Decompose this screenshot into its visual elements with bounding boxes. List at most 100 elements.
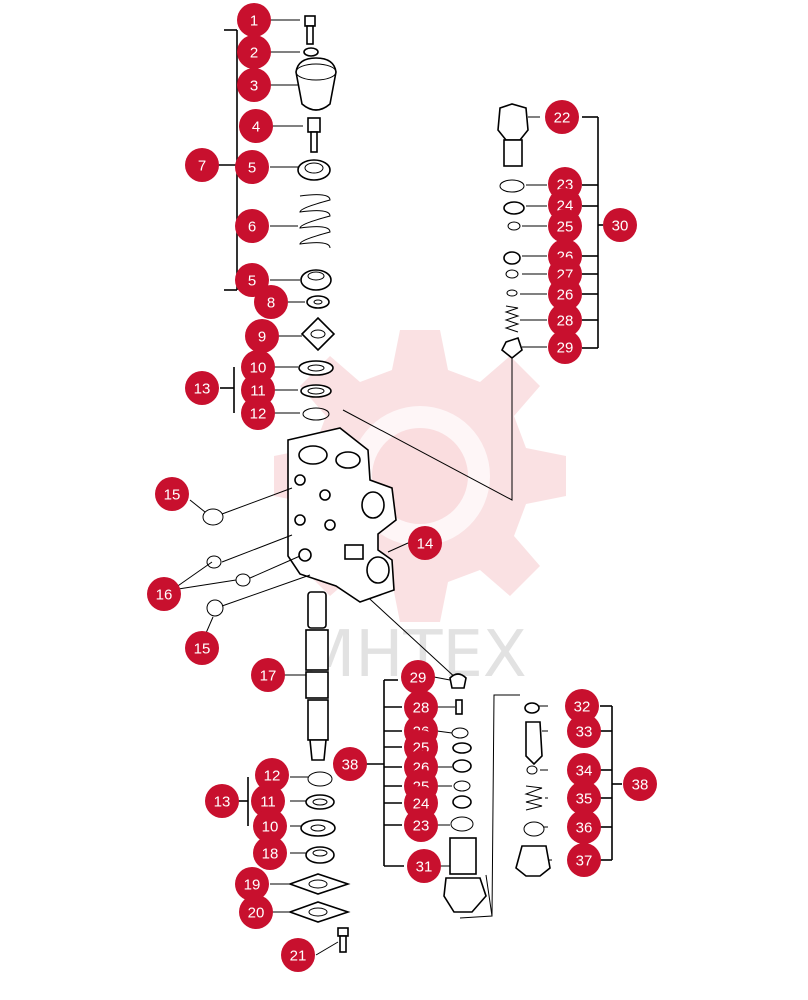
callout-bubble — [254, 285, 288, 319]
callout-label: 5 — [248, 273, 256, 290]
callout-11: 11 — [251, 784, 285, 818]
callout-bubble — [185, 371, 219, 405]
callout-9: 9 — [245, 319, 279, 353]
callout-25: 25 — [548, 209, 582, 243]
callout-4: 4 — [239, 109, 273, 143]
callout-bubble — [401, 660, 435, 694]
callout-14: 14 — [408, 526, 442, 560]
callout-label: 17 — [260, 668, 277, 685]
callout-bubble — [253, 836, 287, 870]
callout-36: 36 — [567, 810, 601, 844]
callout-label: 10 — [262, 819, 279, 836]
callout-bubble — [251, 658, 285, 692]
callout-label: 15 — [194, 641, 211, 658]
callout-bubble — [565, 689, 599, 723]
callout-bubble — [255, 758, 289, 792]
callout-label: 23 — [413, 818, 430, 835]
callout-30: 30 — [603, 208, 637, 242]
callout-29: 29 — [548, 330, 582, 364]
leader-lines — [171, 19, 622, 956]
callout-label: 25 — [557, 219, 574, 236]
callout-bubble — [239, 895, 273, 929]
callout-label: 29 — [557, 340, 574, 357]
callout-5: 5 — [235, 263, 269, 297]
callout-label: 4 — [252, 119, 260, 136]
callout-label: 12 — [264, 768, 281, 785]
callout-2: 2 — [237, 35, 271, 69]
callout-bubble — [567, 810, 601, 844]
callout-bubble — [548, 209, 582, 243]
callout-bubble — [147, 577, 181, 611]
callout-bubble — [333, 747, 367, 781]
callout-13: 13 — [205, 784, 239, 818]
callout-bubble — [281, 938, 315, 972]
callout-bubble — [548, 330, 582, 364]
callout-bubble — [205, 784, 239, 818]
callout-34: 34 — [567, 753, 601, 787]
callout-bubble — [235, 150, 269, 184]
callout-bubble — [548, 303, 582, 337]
callout-label: 38 — [342, 757, 359, 774]
callout-bubble — [235, 209, 269, 243]
callout-bubble — [235, 263, 269, 297]
callout-bubble — [237, 3, 271, 37]
callout-38: 38 — [333, 747, 367, 781]
callout-3: 3 — [237, 68, 271, 102]
callout-label: 8 — [267, 295, 275, 312]
callout-bubble — [235, 867, 269, 901]
callout-bubble — [623, 767, 657, 801]
callout-label: 2 — [250, 45, 258, 62]
callout-label: 14 — [417, 536, 434, 553]
callout-31: 31 — [407, 849, 441, 883]
callout-label: 33 — [576, 724, 593, 741]
callout-label: 12 — [250, 406, 267, 423]
callout-bubble — [603, 208, 637, 242]
callout-label: 36 — [576, 820, 593, 837]
callout-bubble — [155, 477, 189, 511]
callout-label: 7 — [198, 158, 206, 175]
callout-layer: 1234576589101112131514161517222324253026… — [147, 3, 657, 972]
callout-bubble — [239, 109, 273, 143]
callout-label: 28 — [557, 313, 574, 330]
callout-28: 28 — [548, 303, 582, 337]
callout-label: 10 — [250, 360, 267, 377]
callout-label: 30 — [612, 218, 629, 235]
callout-28: 28 — [404, 690, 438, 724]
callout-29: 29 — [401, 660, 435, 694]
callout-bubble — [185, 631, 219, 665]
callout-label: 13 — [194, 381, 211, 398]
callout-bubble — [237, 68, 271, 102]
callout-label: 19 — [244, 877, 261, 894]
callout-bubble — [567, 843, 601, 877]
callout-label: 5 — [248, 160, 256, 177]
callout-13: 13 — [185, 371, 219, 405]
callout-label: 22 — [554, 110, 571, 127]
callout-19: 19 — [235, 867, 269, 901]
callout-label: 9 — [258, 329, 266, 346]
callout-37: 37 — [567, 843, 601, 877]
callout-label: 13 — [214, 794, 231, 811]
callout-label: 18 — [262, 846, 279, 863]
callout-bubble — [253, 809, 287, 843]
callout-12: 12 — [255, 758, 289, 792]
callout-bubble — [404, 690, 438, 724]
callout-label: 28 — [413, 700, 430, 717]
callout-bubble — [251, 784, 285, 818]
callout-bubble — [245, 319, 279, 353]
callout-20: 20 — [239, 895, 273, 929]
callout-label: 35 — [576, 791, 593, 808]
callout-15: 15 — [185, 631, 219, 665]
callout-22: 22 — [545, 100, 579, 134]
callout-label: 16 — [156, 587, 173, 604]
callout-label: 11 — [260, 794, 276, 811]
callout-21: 21 — [281, 938, 315, 972]
callout-label: 32 — [574, 699, 591, 716]
callout-10: 10 — [253, 809, 287, 843]
callout-8: 8 — [254, 285, 288, 319]
callout-label: 15 — [164, 487, 181, 504]
callout-label: 26 — [557, 287, 574, 304]
callout-label: 31 — [416, 859, 433, 876]
callout-label: 37 — [576, 853, 593, 870]
callout-label: 11 — [250, 383, 266, 400]
callout-bubble — [567, 714, 601, 748]
